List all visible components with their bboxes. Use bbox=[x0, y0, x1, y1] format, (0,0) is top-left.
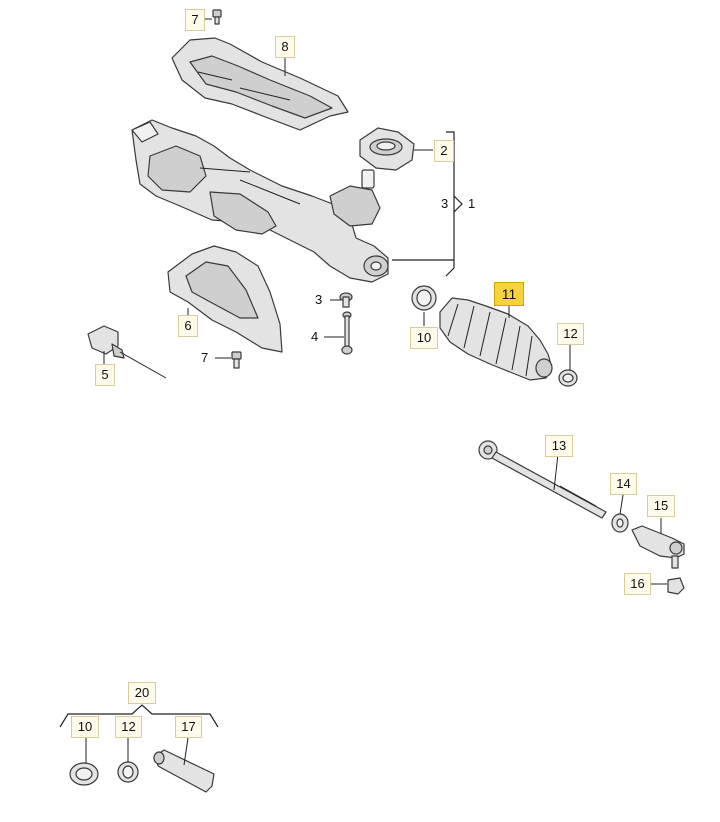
clamp-part-10 bbox=[411, 285, 437, 311]
callout-10-kit[interactable]: 10 bbox=[71, 716, 99, 738]
callout-7-lower[interactable]: 7 bbox=[201, 350, 209, 365]
callout-11-highlighted[interactable]: 11 bbox=[494, 282, 524, 306]
assembly-bracket-1 bbox=[392, 131, 463, 277]
callout-16[interactable]: 16 bbox=[624, 573, 651, 595]
clamp-part-12 bbox=[558, 369, 578, 387]
callout-4[interactable]: 4 bbox=[311, 329, 319, 344]
nut-part-14 bbox=[611, 513, 629, 533]
callout-3[interactable]: 3 bbox=[315, 292, 323, 307]
callout-12[interactable]: 12 bbox=[557, 323, 584, 345]
heat-shield-part-8 bbox=[171, 37, 349, 131]
bellows-boot-part-11 bbox=[439, 297, 553, 381]
callout-20[interactable]: 20 bbox=[128, 682, 156, 704]
callout-2[interactable]: 2 bbox=[434, 140, 454, 162]
callout-17[interactable]: 17 bbox=[175, 716, 202, 738]
heat-shield-part-6 bbox=[167, 245, 283, 353]
kit-clamp-part-10 bbox=[69, 762, 99, 786]
callout-8[interactable]: 8 bbox=[275, 36, 295, 58]
bolt-part-3 bbox=[339, 292, 353, 308]
kit-bracket-20 bbox=[59, 704, 219, 728]
callout-15[interactable]: 15 bbox=[647, 495, 675, 517]
bolt-part-7-lower bbox=[231, 351, 242, 369]
callout-10[interactable]: 10 bbox=[410, 327, 438, 349]
callout-6[interactable]: 6 bbox=[178, 315, 198, 337]
callout-7-top[interactable]: 7 bbox=[185, 9, 205, 31]
callout-14[interactable]: 14 bbox=[610, 473, 637, 495]
callout-13[interactable]: 13 bbox=[545, 435, 573, 457]
tie-rod-end-part-15 bbox=[631, 525, 685, 569]
sensor-part-5 bbox=[87, 325, 167, 379]
bolt-part-4 bbox=[341, 311, 353, 355]
nut-part-16 bbox=[667, 577, 685, 595]
callout-1[interactable]: 1 bbox=[468, 196, 476, 211]
bolt-part-7-top bbox=[212, 9, 222, 25]
callout-12-kit[interactable]: 12 bbox=[115, 716, 142, 738]
callout-5[interactable]: 5 bbox=[95, 364, 115, 386]
grease-tube-part-17 bbox=[153, 749, 215, 793]
callout-3-bracket[interactable]: 3 bbox=[441, 196, 449, 211]
leader-lines bbox=[85, 18, 667, 766]
steering-rack-housing-part-1 bbox=[131, 119, 389, 283]
tie-rod-part-13 bbox=[478, 440, 607, 519]
kit-clamp-part-12 bbox=[117, 761, 139, 783]
rubber-mount-part-2 bbox=[359, 127, 415, 171]
